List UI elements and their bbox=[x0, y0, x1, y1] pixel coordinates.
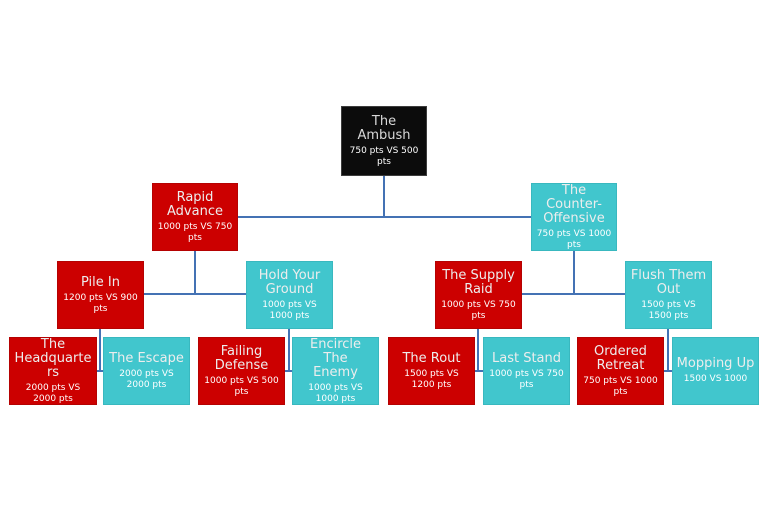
node-title: Mopping Up bbox=[676, 356, 755, 372]
connector-line bbox=[477, 329, 479, 372]
node-the-escape: The Escape 2000 pts VS 2000 pts bbox=[103, 337, 190, 405]
node-points: 1000 pts VS 500 pts bbox=[204, 376, 279, 397]
connector-line bbox=[99, 329, 101, 372]
node-title: Encircle The Enemy bbox=[309, 337, 362, 380]
connector-line bbox=[573, 251, 575, 295]
connector-line bbox=[288, 329, 290, 372]
connector-line bbox=[522, 293, 625, 295]
node-points: 1000 pts VS 750 pts bbox=[157, 222, 233, 243]
node-the-supply-raid: The Supply Raid 1000 pts VS 750 pts bbox=[435, 261, 522, 329]
node-the-ambush: The Ambush 750 pts VS 500 pts bbox=[341, 106, 427, 176]
node-title: The Ambush bbox=[357, 114, 411, 143]
connector-line bbox=[667, 329, 669, 372]
node-title: The Escape bbox=[109, 351, 184, 366]
node-points: 1000 pts VS 1000 pts bbox=[308, 383, 363, 404]
node-title: Failing Defense bbox=[214, 344, 269, 373]
node-title: Pile In bbox=[81, 275, 120, 290]
node-points: 2000 pts VS 2000 pts bbox=[119, 369, 174, 390]
connector-line bbox=[144, 293, 246, 295]
node-last-stand: Last Stand 1000 pts VS 750 pts bbox=[483, 337, 570, 405]
node-ordered-retreat: Ordered Retreat 750 pts VS 1000 pts bbox=[577, 337, 664, 405]
connector-line bbox=[664, 370, 672, 372]
node-failing-defense: Failing Defense 1000 pts VS 500 pts bbox=[198, 337, 285, 405]
node-encircle-the-enemy: Encircle The Enemy 1000 pts VS 1000 pts bbox=[292, 337, 379, 405]
node-points: 750 pts VS 500 pts bbox=[349, 146, 419, 167]
connector-line bbox=[96, 370, 104, 372]
node-flush-them-out: Flush Them Out 1500 pts VS 1500 pts bbox=[625, 261, 712, 329]
connector-line bbox=[383, 176, 385, 217]
node-title: Hold Your Ground bbox=[258, 268, 321, 297]
node-title: The Headquarters bbox=[14, 337, 92, 380]
node-title: The Supply Raid bbox=[442, 268, 515, 297]
node-points: 1500 pts VS 1500 pts bbox=[641, 300, 696, 321]
node-points: 1200 pts VS 900 pts bbox=[63, 293, 138, 314]
node-pile-in: Pile In 1200 pts VS 900 pts bbox=[57, 261, 144, 329]
node-title: Rapid Advance bbox=[167, 190, 223, 219]
node-points: 1000 pts VS 1000 pts bbox=[262, 300, 317, 321]
node-points: 1000 pts VS 750 pts bbox=[441, 300, 516, 321]
node-title: Flush Them Out bbox=[630, 268, 707, 297]
node-points: 750 pts VS 1000 pts bbox=[583, 376, 658, 397]
node-hold-your-ground: Hold Your Ground 1000 pts VS 1000 pts bbox=[246, 261, 333, 329]
node-title: The Counter- Offensive bbox=[543, 183, 605, 226]
node-title: Last Stand bbox=[491, 351, 562, 366]
node-points: 750 pts VS 1000 pts bbox=[536, 229, 612, 250]
connector-line bbox=[475, 370, 483, 372]
connector-line bbox=[194, 251, 196, 295]
node-the-rout: The Rout 1500 pts VS 1200 pts bbox=[388, 337, 475, 405]
node-the-counter-offensive: The Counter- Offensive 750 pts VS 1000 p… bbox=[531, 183, 617, 251]
node-mopping-up: Mopping Up 1500 VS 1000 bbox=[672, 337, 759, 405]
node-the-headquarters: The Headquarters 2000 pts VS 2000 pts bbox=[9, 337, 97, 405]
node-points: 1500 VS 1000 bbox=[683, 374, 748, 385]
node-points: 1000 pts VS 750 pts bbox=[489, 369, 564, 390]
node-title: The Rout bbox=[402, 351, 461, 366]
connector-line bbox=[238, 216, 531, 218]
connector-line bbox=[285, 370, 293, 372]
node-rapid-advance: Rapid Advance 1000 pts VS 750 pts bbox=[152, 183, 238, 251]
node-title: Ordered Retreat bbox=[594, 344, 647, 373]
node-points: 2000 pts VS 2000 pts bbox=[25, 383, 81, 404]
node-points: 1500 pts VS 1200 pts bbox=[404, 369, 459, 390]
